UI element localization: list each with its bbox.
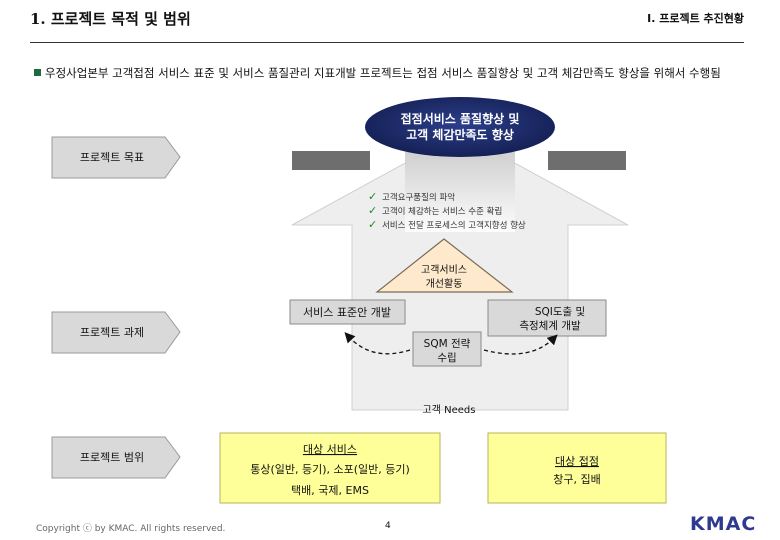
- sqm-line2: 수립: [437, 351, 456, 364]
- goal-oval-line1: 접점서비스 품질향상 및: [401, 111, 520, 126]
- customer-needs-label: 고객 Needs: [423, 404, 476, 416]
- check-item: 고객이 체감하는 서비스 수준 확립: [382, 206, 502, 217]
- triangle-line2: 개선활동: [426, 277, 463, 290]
- check-icon: ✓: [368, 204, 377, 217]
- intro-sentence: 우정사업본부 고객접점 서비스 표준 및 서비스 품질관리 지표개발 프로젝트는…: [45, 66, 721, 80]
- kmac-logo: KMAC: [690, 513, 757, 535]
- check-icon: ✓: [368, 190, 377, 203]
- target-services-box: [219, 432, 441, 504]
- bullet-icon: [34, 69, 41, 76]
- sqi-box: [487, 299, 607, 337]
- services-line2: 택배, 국제, EMS: [291, 484, 369, 497]
- scope-label: 프로젝트 범위: [80, 451, 144, 464]
- right-curve-arrow: [483, 334, 558, 355]
- left-bar: [292, 151, 370, 170]
- goal-oval-line2: 고객 체감만족도 향상: [406, 127, 514, 142]
- copyright: Copyright ⓒ by KMAC. All rights reserved…: [36, 524, 226, 534]
- page-title: 1. 프로젝트 목적 및 범위: [30, 10, 191, 28]
- goal-oval: [365, 97, 555, 157]
- scope-label-box: [51, 436, 181, 479]
- service-standard-label: 서비스 표준안 개발: [303, 306, 391, 319]
- sqi-line1: SQI도출 및: [535, 306, 585, 318]
- triangle-line1: 고객서비스: [421, 264, 467, 276]
- sqi-line2: 측정체계 개발: [519, 320, 581, 332]
- header-divider: [30, 42, 744, 43]
- sqm-line1: SQM 전략: [424, 338, 471, 350]
- check-icon: ✓: [368, 218, 377, 231]
- goal-label: 프로젝트 목표: [80, 151, 144, 164]
- service-standard-box: [289, 299, 406, 325]
- intro-text: 우정사업본부 고객접점 서비스 표준 및 서비스 품질관리 지표개발 프로젝트는…: [34, 65, 754, 81]
- right-bar: [548, 151, 626, 170]
- left-curve-arrow: [344, 332, 411, 355]
- tasks-label: 프로젝트 과제: [80, 326, 144, 339]
- tasks-label-box: [51, 311, 181, 354]
- page-number: 4: [385, 521, 391, 531]
- sqm-box: [412, 331, 482, 367]
- points-line1: 창구, 집배: [553, 473, 600, 486]
- services-line1: 통상(일반, 등기), 소포(일반, 등기): [250, 462, 410, 476]
- target-touchpoints-box: [487, 432, 667, 504]
- check-item: 고객요구품질의 파악: [382, 192, 455, 203]
- services-title: 대상 서비스: [303, 443, 357, 456]
- goal-label-box: [51, 136, 181, 179]
- improvement-triangle: [375, 238, 514, 293]
- section-label: I. 프로젝트 추진현황: [647, 12, 744, 25]
- goal-checklist: ✓ 고객요구품질의 파악 ✓ 고객이 체감하는 서비스 수준 확립 ✓ 서비스 …: [368, 190, 526, 231]
- arrow-shaft: [405, 152, 515, 232]
- check-item: 서비스 전달 프로세스의 고객지향성 향상: [382, 220, 526, 231]
- points-title: 대상 접점: [555, 455, 599, 468]
